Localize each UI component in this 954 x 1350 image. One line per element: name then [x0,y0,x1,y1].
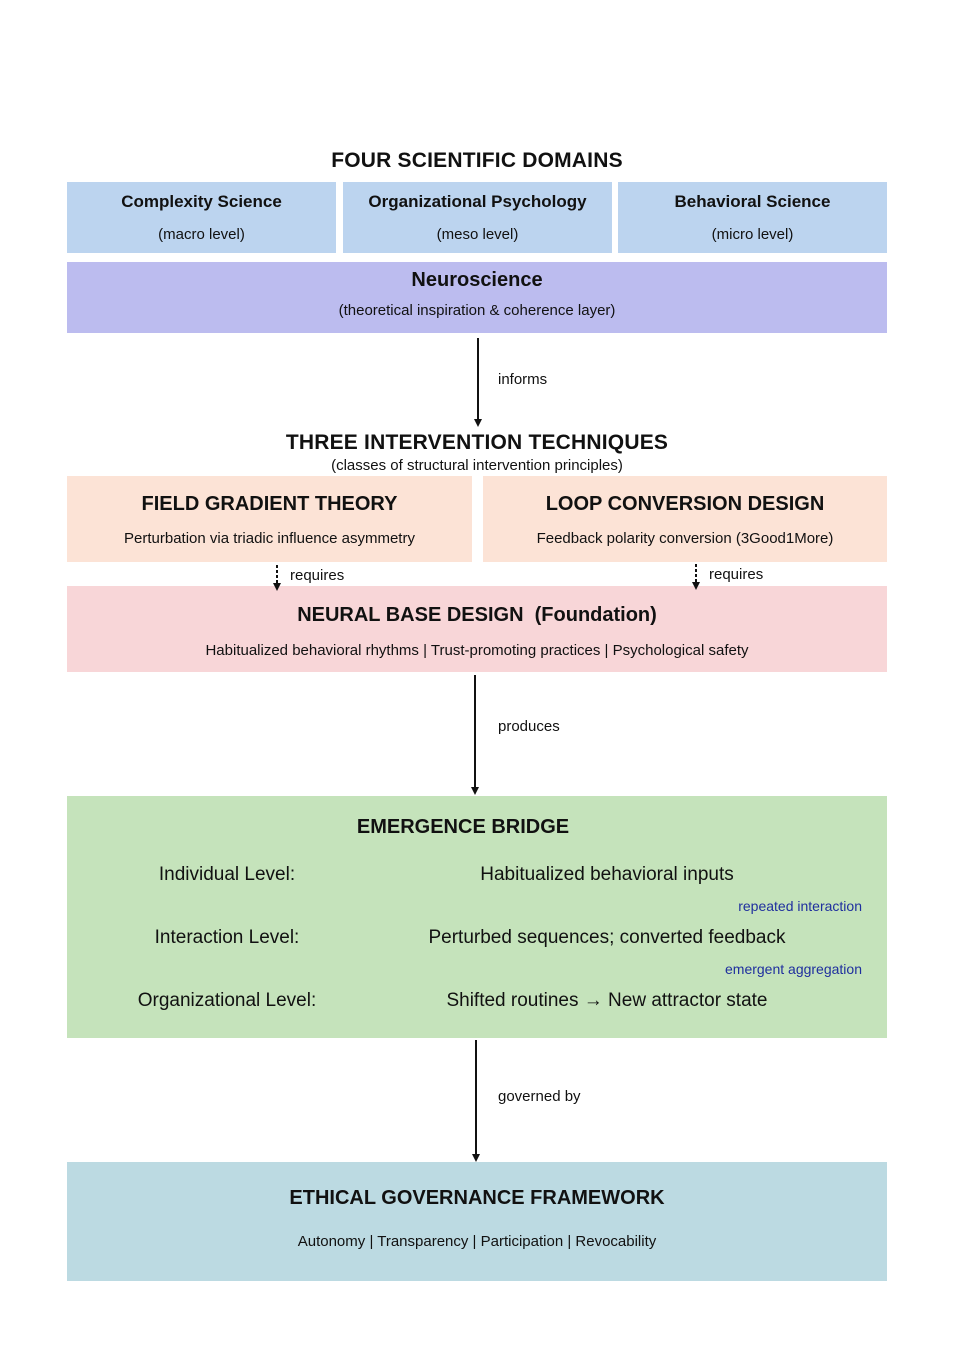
neuroscience-box: Neuroscience (theoretical inspiration & … [67,262,887,333]
technique-desc: Perturbation via triadic influence asymm… [124,530,415,547]
requires-label-right: requires [709,566,764,583]
techniques-title: THREE INTERVENTION TECHNIQUES [285,431,669,454]
domain-box-behavioral: Behavioral Science (micro level) [618,182,887,253]
emergence-level-label: Individual Level: [158,864,296,885]
emergence-title: EMERGENCE BRIDGE [356,816,570,838]
ethics-desc: Autonomy | Transparency | Participation … [297,1233,657,1250]
informs-label: informs [498,371,548,388]
techniques-subtitle: (classes of structural intervention prin… [331,457,623,474]
domain-box-org-psych: Organizational Psychology (meso level) [343,182,612,253]
field-gradient-box: FIELD GRADIENT THEORY Perturbation via t… [67,476,472,562]
emergence-bridge-box: EMERGENCE BRIDGE Individual Level: Habit… [67,796,887,1038]
loop-conversion-box: LOOP CONVERSION DESIGN Feedback polarity… [483,476,887,562]
neuroscience-name: Neuroscience [411,269,543,291]
neural-base-desc: Habitualized behavioral rhythms | Trust-… [205,642,749,659]
governed-by-label: governed by [498,1088,581,1105]
domain-level: (macro level) [158,226,245,243]
neural-base-title: NEURAL BASE DESIGN (Foundation) [297,604,657,626]
emergence-transition-annotation: emergent aggregation [725,961,862,977]
requires-label-left: requires [290,567,345,584]
ethics-box: ETHICAL GOVERNANCE FRAMEWORK Autonomy | … [67,1162,887,1281]
ethics-title: ETHICAL GOVERNANCE FRAMEWORK [289,1187,665,1209]
emergence-level-value: Shifted routines → New attractor state [446,990,768,1011]
technique-desc: Feedback polarity conversion (3Good1More… [536,530,834,547]
emergence-level-label: Organizational Level: [137,990,317,1011]
neuroscience-desc: (theoretical inspiration & coherence lay… [338,302,616,319]
produces-label: produces [498,718,560,735]
domain-name: Complexity Science [121,192,282,211]
emergence-level-value: Perturbed sequences; converted feedback [428,927,786,948]
technique-name: FIELD GRADIENT THEORY [141,493,398,515]
domains-title: FOUR SCIENTIFIC DOMAINS [331,149,623,172]
domain-level: (meso level) [436,226,519,243]
domain-level: (micro level) [711,226,794,243]
domain-name: Behavioral Science [674,192,831,211]
emergence-level-label: Interaction Level: [154,927,300,948]
technique-name: LOOP CONVERSION DESIGN [545,493,825,515]
emergence-transition-annotation: repeated interaction [738,898,862,914]
domain-name: Organizational Psychology [368,192,587,211]
domain-box-complexity: Complexity Science (macro level) [67,182,336,253]
neural-base-box: NEURAL BASE DESIGN (Foundation) Habitual… [67,586,887,672]
emergence-level-value: Habitualized behavioral inputs [480,864,734,885]
